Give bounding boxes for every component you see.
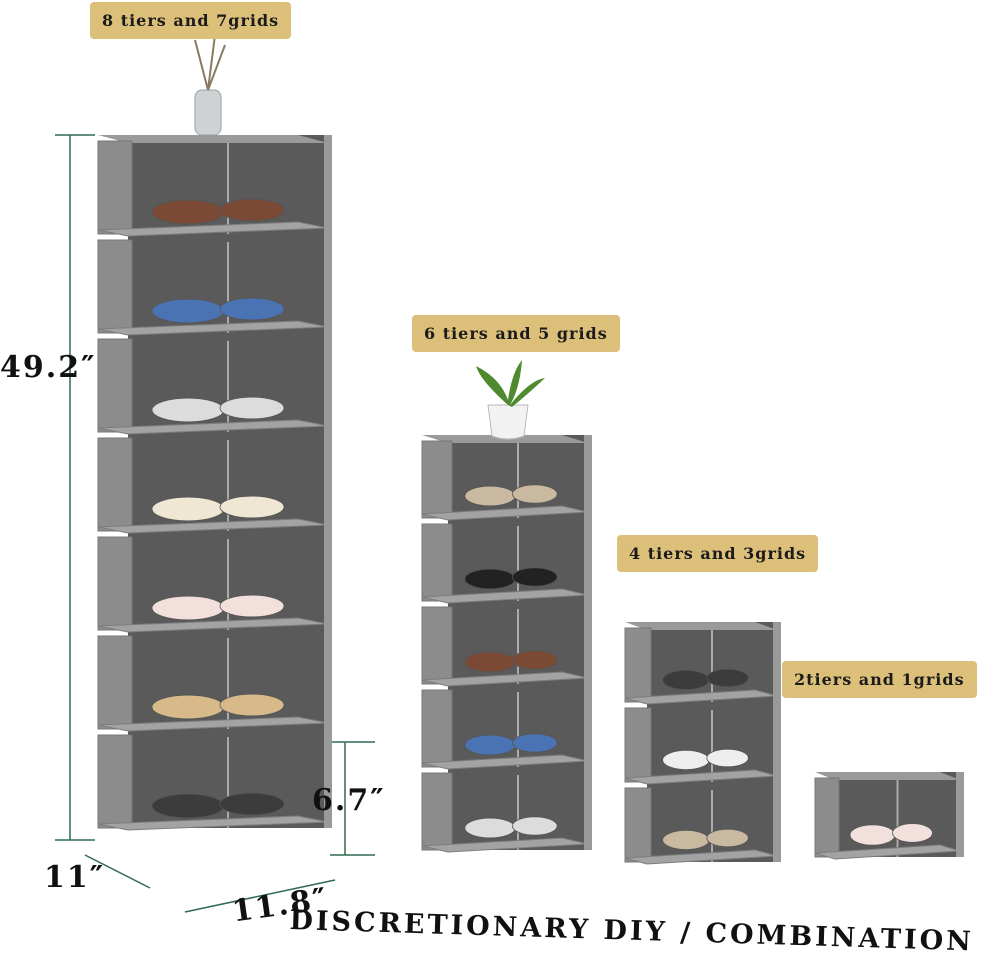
height-dimension: 49.2″ — [0, 350, 97, 385]
label-2-tiers: 2tiers and 1grids — [782, 661, 977, 698]
rack-2-tiers — [814, 772, 964, 860]
shoe-racks — [97, 135, 964, 865]
label-6-tiers: 6 tiers and 5 grids — [412, 315, 620, 352]
rack-6-tiers — [421, 435, 592, 853]
decorations — [194, 34, 545, 440]
reed-diffuser-icon — [194, 34, 226, 136]
label-4-tiers: 4 tiers and 3grids — [617, 535, 819, 572]
shelf-height-dimension: 6.7″ — [312, 783, 386, 818]
rack-4-tiers — [624, 622, 781, 865]
depth-dimension: 11″ — [44, 860, 106, 895]
potted-plant-icon — [476, 360, 545, 440]
dimension-lines — [55, 134, 375, 913]
label-8-tiers: 8 tiers and 7grids — [90, 2, 292, 39]
rack-8-tiers — [97, 135, 332, 831]
